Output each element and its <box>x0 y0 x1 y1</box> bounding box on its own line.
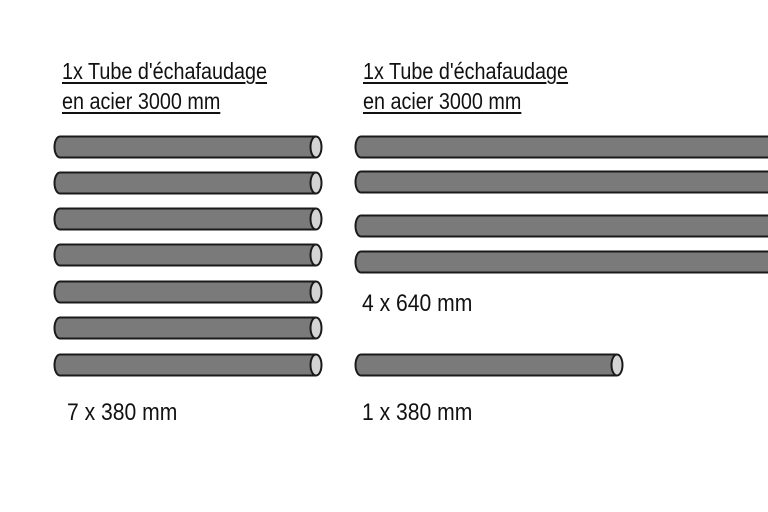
left-tube-stack <box>53 135 323 377</box>
right-short-caption: 1 x 380 mm <box>362 399 473 426</box>
right-title-line2: en acier 3000 mm <box>363 88 522 114</box>
right-short-tube <box>354 353 624 377</box>
left-title: 1x Tube d'échafaudage en acier 3000 mm <box>62 56 267 116</box>
left-tube <box>53 353 323 377</box>
right-long-tube <box>354 214 768 238</box>
right-title: 1x Tube d'échafaudage en acier 3000 mm <box>363 56 568 116</box>
left-tube <box>53 171 323 195</box>
right-long-tube-stack <box>354 135 768 274</box>
left-tube <box>53 316 323 340</box>
right-long-tube <box>354 250 768 274</box>
right-long-caption: 4 x 640 mm <box>362 290 473 317</box>
right-long-tube <box>354 135 768 159</box>
left-tube <box>53 280 323 304</box>
left-tube <box>53 135 323 159</box>
right-title-line1: 1x Tube d'échafaudage <box>363 58 569 84</box>
left-title-line1: 1x Tube d'échafaudage <box>62 58 268 84</box>
left-caption: 7 x 380 mm <box>67 399 178 426</box>
right-long-tube <box>354 170 768 194</box>
left-title-line2: en acier 3000 mm <box>62 88 221 114</box>
right-short-tube-stack <box>354 353 624 377</box>
left-tube <box>53 207 323 231</box>
left-tube <box>53 243 323 267</box>
